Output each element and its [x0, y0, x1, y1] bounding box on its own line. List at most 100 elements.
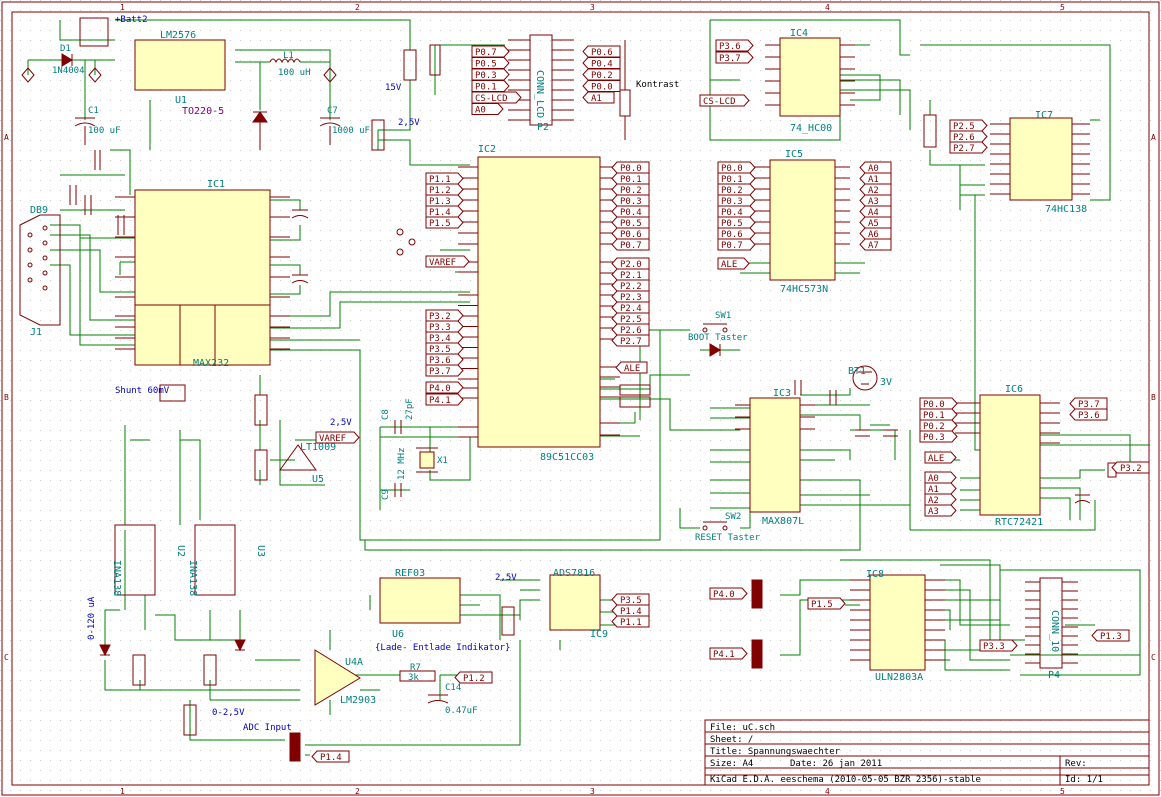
vref-label: VAREF	[425, 255, 470, 268]
p2-right-port-0: P0.6	[582, 45, 621, 58]
ic2-p1-label-3: P1.4	[425, 205, 464, 218]
u5-value: LT1009	[300, 442, 336, 453]
ic2-port-label-15-text: P2.7	[620, 337, 642, 347]
ic9-p11-label: P1.1	[611, 615, 650, 628]
ic1-ref: IC1	[207, 179, 225, 190]
r7-value: 3k	[408, 673, 419, 683]
vref-label-text: VAREF	[429, 258, 456, 268]
ic2-port-label-1: P0.1	[611, 172, 650, 185]
ruler-col-2-bottom: 2	[355, 787, 360, 796]
ic6-ale-label: ALE	[924, 451, 957, 464]
ic2-port-label-13-text: P2.5	[620, 315, 642, 325]
ic5-in-label-5: P0.5	[717, 216, 756, 229]
ic5-in-label-4-text: P0.4	[721, 208, 743, 218]
ic6-in-label-1: P0.1	[919, 408, 958, 421]
u3-value: INA138	[187, 560, 198, 596]
ic6-a-label-3-text: A3	[928, 507, 939, 517]
ic4-p36-label: P3.6	[715, 39, 754, 52]
ic4-p37-label: P3.7	[715, 51, 754, 64]
ic5-out-label-6: A6	[859, 227, 892, 240]
sw2-value: RESET Taster	[695, 533, 761, 543]
ic6-p32-label: P3.2	[1111, 461, 1150, 474]
ic2-port-label-5: P0.5	[611, 216, 650, 229]
ruler-col-5: 5	[1060, 3, 1065, 12]
ruler-row-a-right: A	[1151, 133, 1156, 142]
ic2-p3-label-5-text: P3.7	[429, 367, 451, 377]
ic5-in-label-3-text: P0.3	[721, 197, 743, 207]
ruler-row-b: B	[4, 393, 9, 402]
ruler-col-4: 4	[825, 3, 830, 12]
ic1-value: MAX232	[193, 358, 229, 369]
title-block: File: uC.sch Sheet: / Title: Spannungswa…	[710, 723, 1103, 785]
u5-vref-label-text: VAREF	[319, 434, 346, 444]
ruler-col-2: 2	[355, 3, 360, 12]
ruler-row-c: C	[4, 653, 9, 662]
ic2-port-label-7-text: P0.7	[620, 241, 642, 251]
ic2-port-label-11: P2.3	[611, 290, 650, 303]
ic6-ref: IC6	[1005, 384, 1023, 395]
p2-left-port-5: A0	[471, 103, 504, 116]
ic6-a-label-1: A1	[924, 482, 957, 495]
v15-label: 15V	[385, 83, 402, 93]
ruler-row-a: A	[4, 133, 9, 142]
x1-ref: X1	[437, 456, 448, 466]
ic5-out-label-2-text: A2	[868, 186, 879, 196]
ic7-in-label-2: P2.7	[949, 141, 988, 154]
bt1-value: 3V	[880, 377, 892, 388]
ic6-a-label-1-text: A1	[928, 485, 939, 495]
ic2-port-label-13: P2.5	[611, 312, 650, 325]
ic2-p1-label-4-text: P1.5	[429, 219, 451, 229]
current-range-label: 0-120 uA	[87, 596, 97, 640]
p2-left-port-1-text: P0.5	[475, 60, 497, 70]
u4-ref: U4A	[345, 657, 363, 668]
c8-ref: C8	[381, 409, 391, 420]
ic9-p35-label-text: P3.5	[620, 596, 642, 606]
ic5-in-label-7-text: P0.7	[721, 241, 743, 251]
p2-right-port-2: P0.2	[582, 68, 621, 81]
ic2-p1-label-1-text: P1.2	[429, 186, 451, 196]
c7-ref: C7	[327, 106, 338, 116]
ic2-p41-label-text: P4.1	[429, 396, 451, 406]
ic6-a-label-2-text: A2	[928, 496, 939, 506]
ic2-port-label-11-text: P2.3	[620, 293, 642, 303]
ic2-value: 89C51CC03	[540, 452, 594, 463]
net-labels: P0.7P0.5P0.3P0.1CS-LCDA0P0.6P0.4P0.2P0.0…	[311, 39, 1150, 763]
jp6-p14-label-text: P1.4	[320, 753, 342, 763]
tb-id: Id: 1/1	[1065, 775, 1103, 785]
ic5-ale-label: ALE	[717, 257, 750, 270]
p2-left-port-1: P0.5	[471, 57, 510, 70]
ic5-in-label-2: P0.2	[717, 183, 756, 196]
ruler-col-1-bottom: 1	[120, 787, 125, 796]
ic2-p1-label-0: P1.1	[425, 172, 464, 185]
ic5-out-label-3: A3	[859, 194, 892, 207]
ic2-p1-label-4: P1.5	[425, 216, 464, 229]
ic2-port-label-5-text: P0.5	[620, 219, 642, 229]
ic2-port-label-0: P0.0	[611, 161, 650, 174]
p2-value: CONN_LCD	[534, 70, 545, 118]
u2-ref: U2	[175, 545, 186, 557]
p2-left-port-0: P0.7	[471, 45, 510, 58]
lade-label: {Lade- Entlade Indikator}	[375, 643, 510, 653]
p4-value: CONN_10	[1049, 610, 1060, 652]
ic5-out-label-4: A4	[859, 205, 892, 218]
ic5-in-label-7: P0.7	[717, 238, 756, 251]
ic6-in-label-2-text: P0.2	[923, 422, 945, 432]
u5-vref-label: VAREF	[315, 431, 360, 444]
ic2-p1-label-3-text: P1.4	[429, 208, 451, 218]
c14-value: 0.47uF	[445, 706, 478, 716]
ic9-p35-label: P3.5	[611, 593, 650, 606]
ic6-in-label-0: P0.0	[919, 397, 958, 410]
ic2-port-label-4: P0.4	[611, 205, 650, 218]
ic6-in-label-0-text: P0.0	[923, 400, 945, 410]
ic5-in-label-4: P0.4	[717, 205, 756, 218]
c1-value: 100 uF	[88, 126, 121, 136]
ic6-a-label-3: A3	[924, 504, 957, 517]
ruler-col-1: 1	[120, 3, 125, 12]
bt1-ref: BT1	[848, 366, 866, 377]
ruler-col-5-bottom: 5	[1060, 787, 1065, 796]
tb-file: File: uC.sch	[710, 723, 775, 733]
p2-right-port-3-text: P0.0	[591, 83, 613, 93]
ic2-p1-label-2-text: P1.3	[429, 197, 451, 207]
j1-value: DB9	[30, 205, 48, 216]
